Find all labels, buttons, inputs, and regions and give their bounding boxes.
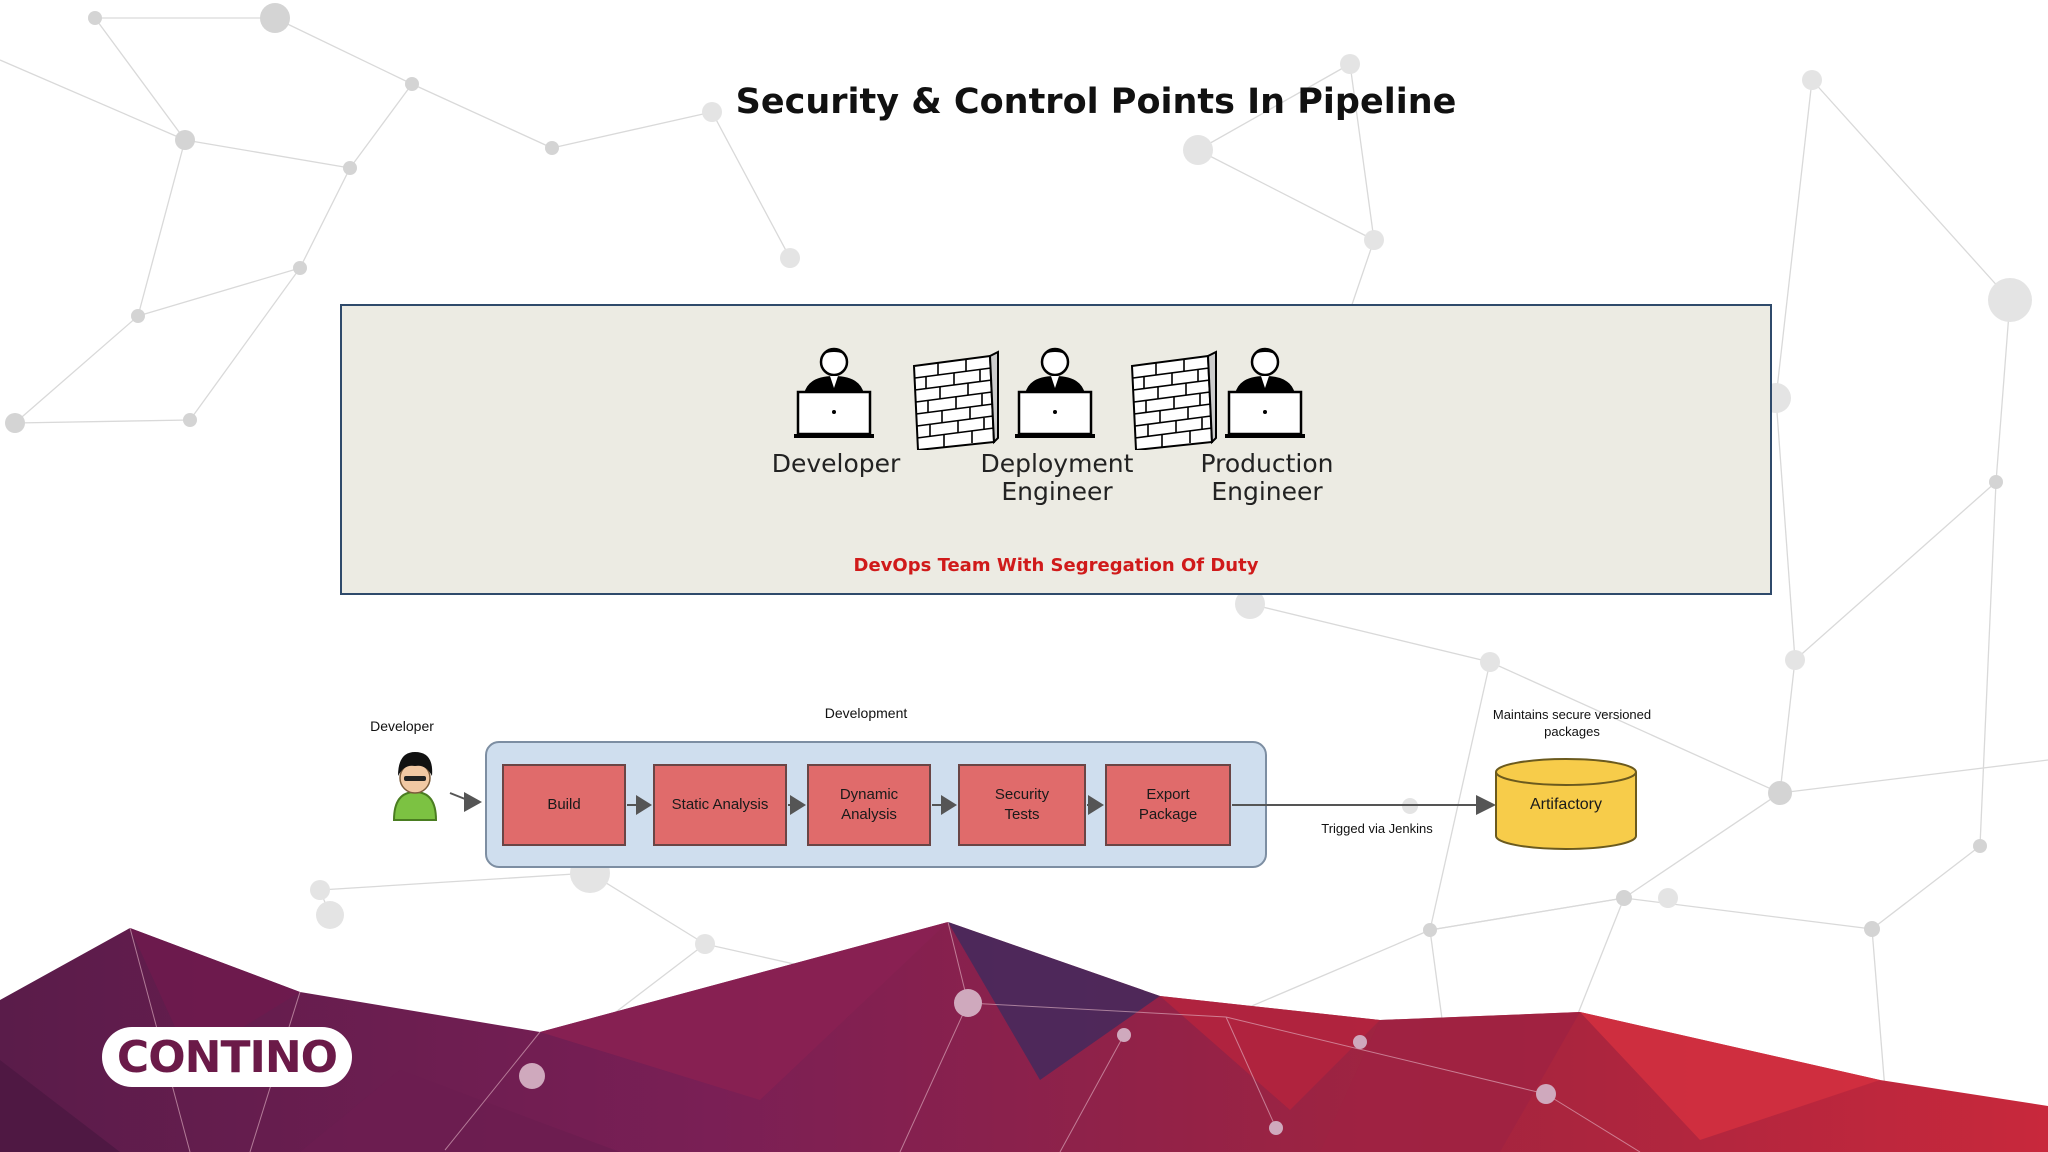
developer-avatar-icon bbox=[392, 752, 438, 821]
repo-note-line2: packages bbox=[1544, 724, 1600, 739]
person-laptop-icon bbox=[1225, 347, 1305, 438]
contino-logo: CONTINO bbox=[102, 1027, 352, 1087]
role-label-line1: Production bbox=[1200, 449, 1334, 478]
step-label-line2: Package bbox=[1138, 806, 1198, 823]
person-laptop-icon bbox=[794, 347, 874, 438]
mountain-nodes bbox=[519, 989, 1556, 1135]
step-label-line2: Analysis bbox=[841, 806, 897, 823]
step-label-line1: Security bbox=[994, 786, 1050, 803]
repo-note: Maintains secure versioned packages bbox=[1470, 706, 1674, 740]
role-developer: Developer bbox=[770, 342, 902, 478]
role-production-engineer: Production Engineer bbox=[1190, 342, 1344, 506]
role-label-line1: Deployment bbox=[980, 449, 1134, 478]
actor-label: Developer bbox=[370, 718, 434, 734]
role-deployment-engineer: Deployment Engineer bbox=[980, 342, 1134, 506]
step-label-line1: Export bbox=[1146, 786, 1190, 803]
role-label-line2: Engineer bbox=[1001, 477, 1113, 506]
step-label-line1: Dynamic bbox=[839, 786, 899, 803]
step-static-analysis: Static Analysis bbox=[653, 764, 787, 846]
person-laptop-icon bbox=[1015, 347, 1095, 438]
mountain-polygons bbox=[0, 922, 2048, 1152]
step-label-line2: Tests bbox=[1004, 806, 1040, 823]
role-label-line1: Developer bbox=[771, 449, 901, 478]
step-build: Build bbox=[502, 764, 626, 846]
repo-note-line1: Maintains secure versioned bbox=[1492, 707, 1652, 722]
devops-team-panel: Developer Deployment Eng bbox=[340, 304, 1772, 595]
step-label-line1: Static Analysis bbox=[671, 796, 769, 813]
stage-label: Development bbox=[824, 705, 908, 721]
artifactory-label: Artifactory bbox=[1529, 796, 1602, 813]
firewall-icon bbox=[912, 350, 999, 450]
role-label-line2: Engineer bbox=[1211, 477, 1323, 506]
slide-title: Security & Control Points In Pipeline bbox=[735, 82, 1457, 122]
firewall-icon bbox=[1130, 350, 1217, 450]
trigger-label: Trigged via Jenkins bbox=[1321, 821, 1433, 836]
step-label-line1: Build bbox=[547, 796, 581, 813]
team-caption: DevOps Team With Segregation Of Duty bbox=[853, 555, 1259, 576]
